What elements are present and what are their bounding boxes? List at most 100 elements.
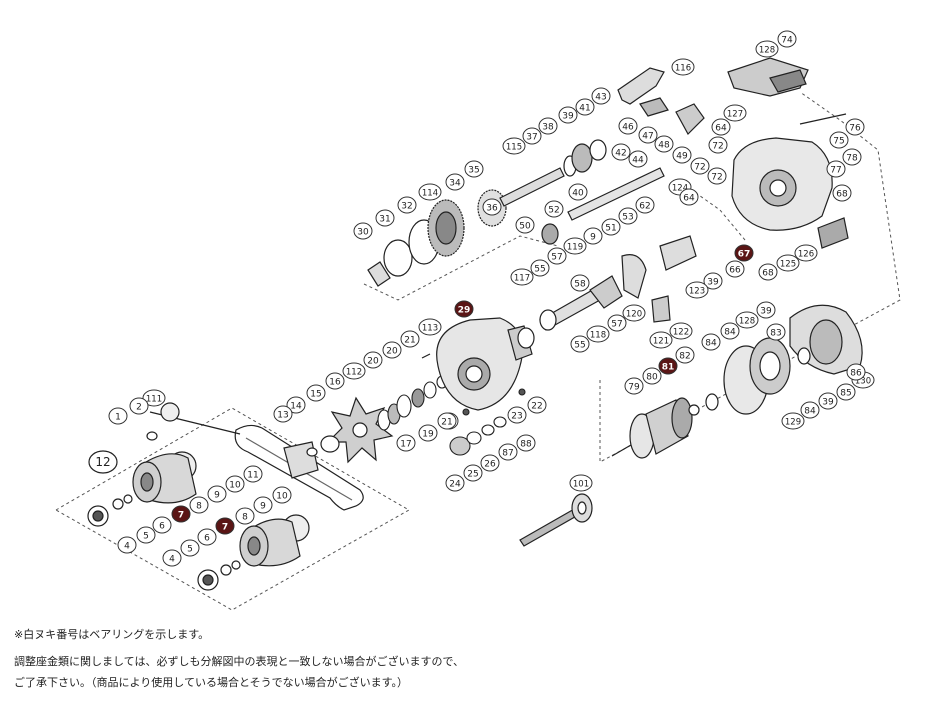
callout-50: 50 bbox=[515, 216, 535, 234]
callout-number: 85 bbox=[840, 389, 851, 399]
callout-oval bbox=[463, 464, 483, 482]
callout-number: 42 bbox=[615, 149, 626, 159]
callout-oval bbox=[756, 301, 776, 319]
clutch-and-levelwind bbox=[539, 235, 697, 331]
callout-number: 44 bbox=[632, 156, 644, 166]
callout-number: 76 bbox=[849, 124, 861, 134]
callout-101: 101 bbox=[569, 474, 593, 492]
callout-number: 16 bbox=[329, 378, 341, 388]
callout-46: 46 bbox=[618, 117, 638, 135]
callout-number: 20 bbox=[386, 347, 398, 357]
callout-8: 8 bbox=[189, 496, 209, 514]
handle-knob-upper bbox=[87, 451, 197, 527]
callout-114: 114 bbox=[418, 183, 442, 201]
callout-number: 67 bbox=[738, 250, 751, 260]
callout-38: 38 bbox=[538, 117, 558, 135]
callout-number: 122 bbox=[673, 328, 689, 338]
callout-number: 101 bbox=[573, 480, 589, 490]
top-thumb-bar bbox=[617, 57, 809, 105]
callout-113: 113 bbox=[418, 318, 442, 336]
shim-note-line1: 調整座金類に関しましては、必ずしも分解図中の表現と一致しない場合がございますので… bbox=[14, 655, 465, 668]
callout-number: 113 bbox=[422, 324, 438, 334]
callout-oval bbox=[568, 183, 588, 201]
callout-oval bbox=[675, 346, 695, 364]
callout-number: 49 bbox=[676, 152, 688, 162]
callout-58: 58 bbox=[570, 274, 590, 292]
callout-number: 1 bbox=[115, 413, 121, 423]
callout-120: 120 bbox=[622, 304, 646, 322]
callout-9: 9 bbox=[207, 485, 227, 503]
callout-oval bbox=[375, 209, 395, 227]
callout-64: 64 bbox=[679, 188, 699, 206]
callout-number: 21 bbox=[441, 418, 452, 428]
callout-oval bbox=[845, 118, 865, 136]
callout-number: 64 bbox=[715, 124, 727, 134]
callout-oval bbox=[382, 341, 402, 359]
callout-oval bbox=[418, 183, 442, 201]
callout-oval bbox=[418, 318, 442, 336]
callout-oval bbox=[836, 383, 856, 401]
callout-39: 39 bbox=[703, 272, 723, 290]
callout-oval bbox=[547, 247, 567, 265]
callout-number: 37 bbox=[526, 133, 537, 143]
callout-oval bbox=[516, 434, 536, 452]
callout-oval bbox=[638, 126, 658, 144]
callout-oval bbox=[189, 496, 209, 514]
callout-15: 15 bbox=[306, 384, 326, 402]
callout-number: 128 bbox=[759, 46, 775, 56]
side-plate-handle bbox=[421, 317, 535, 411]
callout-number: 8 bbox=[242, 513, 248, 523]
callout-84: 84 bbox=[720, 322, 740, 340]
callout-oval bbox=[701, 333, 721, 351]
spool bbox=[611, 397, 700, 459]
callout-oval bbox=[142, 389, 166, 407]
callout-22: 22 bbox=[527, 396, 547, 414]
callout-oval bbox=[482, 198, 502, 216]
callout-oval bbox=[180, 539, 200, 557]
main-frame bbox=[639, 97, 849, 249]
callout-oval bbox=[558, 106, 578, 124]
callout-oval bbox=[842, 148, 862, 166]
callout-16: 16 bbox=[325, 372, 345, 390]
callout-oval bbox=[734, 244, 754, 262]
callout-2: 2 bbox=[129, 397, 149, 415]
callout-87: 87 bbox=[498, 443, 518, 461]
callout-number: 75 bbox=[833, 137, 844, 147]
callout-129: 129 bbox=[781, 412, 805, 430]
callout-oval bbox=[607, 314, 627, 332]
callout-84: 84 bbox=[800, 401, 820, 419]
callout-number: 78 bbox=[846, 154, 858, 164]
callout-number: 24 bbox=[449, 480, 461, 490]
callout-121: 121 bbox=[649, 331, 673, 349]
callout-78: 78 bbox=[842, 148, 862, 166]
callout-number: 36 bbox=[486, 204, 498, 214]
callout-number: 41 bbox=[579, 104, 590, 114]
callout-68: 68 bbox=[758, 263, 778, 281]
callout-oval bbox=[400, 330, 420, 348]
callout-number: 5 bbox=[143, 532, 149, 542]
callout-oval bbox=[353, 222, 373, 240]
callout-number: 7 bbox=[178, 511, 184, 521]
callout-29: 29 bbox=[454, 300, 474, 318]
callout-oval bbox=[628, 150, 648, 168]
callout-oval bbox=[711, 118, 731, 136]
callout-oval bbox=[622, 304, 646, 322]
callout-number: 87 bbox=[502, 449, 513, 459]
callout-oval bbox=[396, 434, 416, 452]
callout-number: 129 bbox=[785, 418, 801, 428]
callout-number: 4 bbox=[124, 542, 130, 552]
callout-number: 35 bbox=[468, 166, 479, 176]
callout-oval bbox=[777, 30, 797, 48]
callout-74: 74 bbox=[777, 30, 797, 48]
callout-55: 55 bbox=[570, 335, 590, 353]
callout-62: 62 bbox=[635, 196, 655, 214]
callout-oval bbox=[794, 244, 818, 262]
callout-oval bbox=[829, 131, 849, 149]
callout-number: 39 bbox=[760, 307, 772, 317]
callout-number: 112 bbox=[346, 368, 362, 378]
callout-48: 48 bbox=[654, 135, 674, 153]
bearing-note: ※白ヌキ番号はベアリングを示します。 bbox=[14, 628, 210, 641]
callout-5: 5 bbox=[180, 539, 200, 557]
callout-68: 68 bbox=[832, 184, 852, 202]
callout-oval bbox=[642, 367, 662, 385]
